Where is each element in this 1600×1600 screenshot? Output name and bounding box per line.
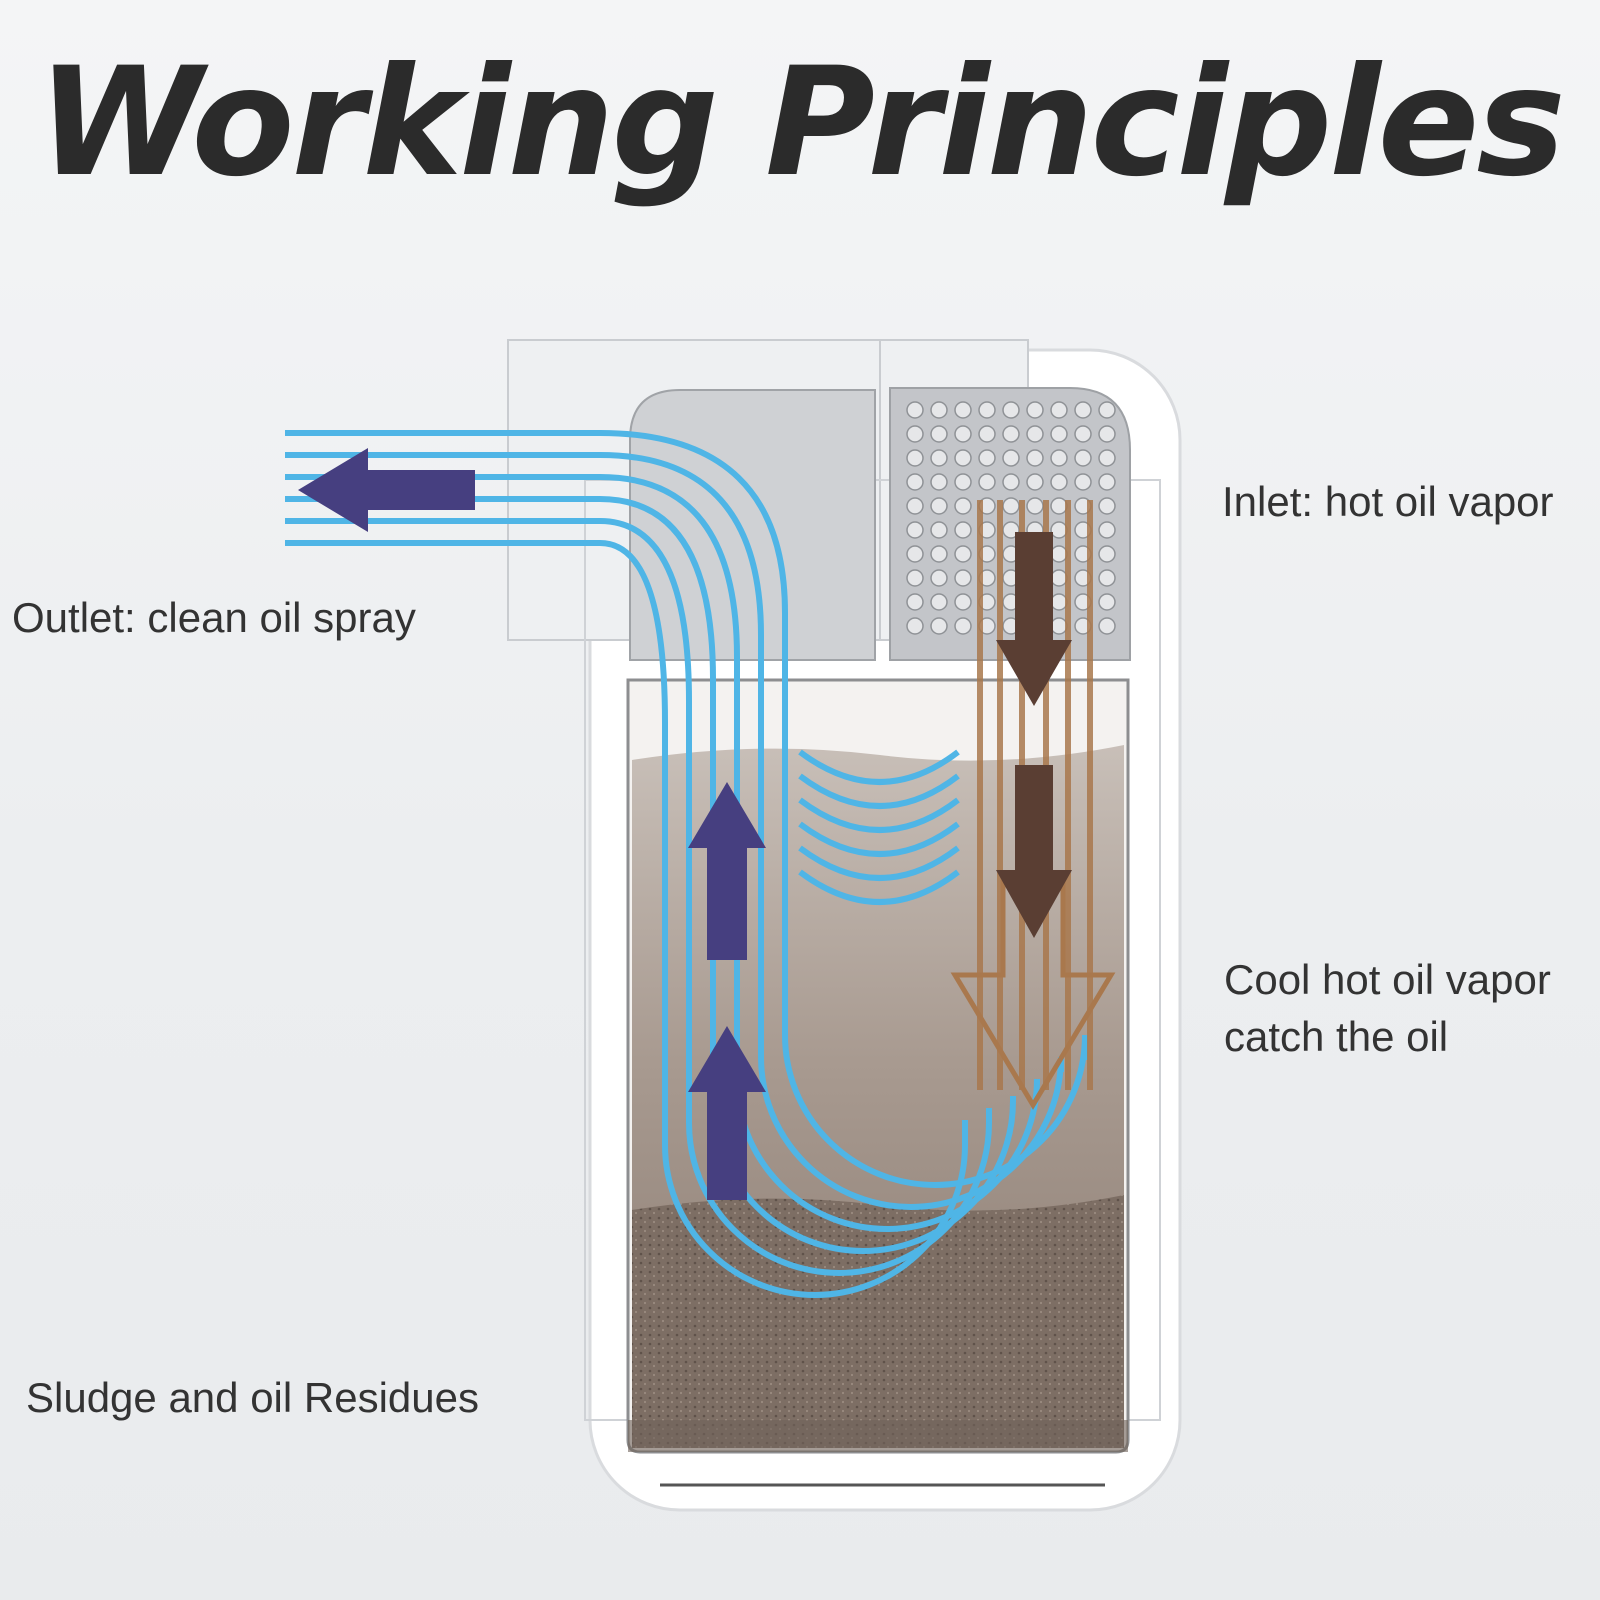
mesh-hole: [1050, 593, 1068, 611]
vapor-down-arrow-icon-2: [996, 765, 1072, 938]
mesh-hole: [1002, 473, 1020, 491]
mesh-hole: [930, 425, 948, 443]
mesh-hole: [1098, 593, 1116, 611]
mesh-hole: [1098, 521, 1116, 539]
clean-flow-line: [285, 474, 1040, 1232]
mesh-hole: [1050, 449, 1068, 467]
mesh-hole: [954, 593, 972, 611]
mesh-hole: [1050, 401, 1068, 419]
mesh-hole: [1050, 425, 1068, 443]
mesh-hole: [1050, 473, 1068, 491]
wave-flow-line: [798, 845, 960, 881]
clean-flow-line: [285, 540, 968, 1298]
mesh-hole: [1050, 497, 1068, 515]
up-arrow-icon-2: [688, 1026, 766, 1200]
mesh-hole: [978, 473, 996, 491]
clean-flow-line: [285, 452, 1064, 1210]
mesh-hole: [1002, 497, 1020, 515]
mesh-hole: [1026, 449, 1044, 467]
mesh-hole: [1002, 449, 1020, 467]
mesh-hole: [930, 497, 948, 515]
mesh-hole: [1098, 617, 1116, 635]
vapor-down-arrow-icon-1: [996, 532, 1072, 706]
mesh-hole: [1026, 497, 1044, 515]
mesh-hole: [906, 593, 924, 611]
mesh-hole: [954, 569, 972, 587]
mesh-hole: [978, 401, 996, 419]
mesh-hole: [1050, 569, 1068, 587]
cool-vapor-label-line1: Cool hot oil vapor: [1224, 956, 1551, 1003]
mesh-hole: [906, 545, 924, 563]
outlet-arrow-icon: [298, 448, 475, 532]
clean-flow-line: [285, 518, 992, 1276]
mesh-hole: [930, 593, 948, 611]
wave-flow-line: [798, 773, 960, 809]
mesh-hole: [1074, 425, 1092, 443]
mesh-hole: [1026, 473, 1044, 491]
mesh-hole: [1098, 449, 1116, 467]
up-arrow-icon-1: [688, 782, 766, 960]
clean-oil-flow-lines: [285, 430, 1088, 1298]
mesh-hole: [978, 425, 996, 443]
clean-flow-line: [285, 496, 1016, 1254]
wave-flow-line: [798, 869, 960, 905]
mesh-hole: [954, 545, 972, 563]
inlet-label: Inlet: hot oil vapor: [1222, 478, 1554, 525]
mesh-hole: [1026, 425, 1044, 443]
wave-flow-line: [798, 749, 960, 785]
mesh-hole: [930, 521, 948, 539]
mesh-hole: [930, 449, 948, 467]
mesh-holes: [906, 401, 1116, 635]
mesh-hole: [906, 401, 924, 419]
mesh-hole: [1098, 545, 1116, 563]
mesh-hole: [930, 473, 948, 491]
mesh-hole: [930, 401, 948, 419]
mesh-hole: [906, 449, 924, 467]
mesh-hole: [954, 521, 972, 539]
sludge-label: Sludge and oil Residues: [26, 1374, 479, 1421]
mesh-hole: [1050, 521, 1068, 539]
mesh-hole: [954, 401, 972, 419]
mesh-hole: [906, 617, 924, 635]
mesh-hole: [1026, 401, 1044, 419]
down-flow-outline-arrow: [950, 880, 1116, 1110]
mesh-hole: [906, 425, 924, 443]
mesh-hole: [954, 497, 972, 515]
mesh-hole: [1098, 425, 1116, 443]
wave-flow-line: [798, 821, 960, 857]
mesh-hole: [1074, 473, 1092, 491]
mesh-hole: [1074, 449, 1092, 467]
mesh-hole: [1098, 473, 1116, 491]
mesh-hole: [930, 569, 948, 587]
mesh-hole: [930, 617, 948, 635]
outlet-label: Outlet: clean oil spray: [12, 594, 416, 641]
mesh-hole: [906, 521, 924, 539]
clean-flow-line: [285, 430, 1088, 1188]
page-title: Working Principles: [37, 36, 1565, 210]
wave-flow-lines: [798, 749, 960, 905]
mesh-hole: [1002, 401, 1020, 419]
mesh-hole: [906, 473, 924, 491]
mesh-hole: [954, 617, 972, 635]
mesh-hole: [1050, 545, 1068, 563]
mesh-hole: [1098, 569, 1116, 587]
cartridge-left: [629, 389, 876, 661]
mesh-hole: [1002, 425, 1020, 443]
mesh-hole: [906, 497, 924, 515]
mesh-hole: [954, 425, 972, 443]
mesh-hole: [930, 545, 948, 563]
mesh-hole: [1098, 497, 1116, 515]
mesh-hole: [1074, 401, 1092, 419]
wave-flow-line: [798, 797, 960, 833]
mesh-hole: [954, 449, 972, 467]
mesh-hole: [906, 569, 924, 587]
mesh-hole: [954, 473, 972, 491]
sludge-layer: [632, 1195, 1124, 1448]
mesh-hole: [978, 449, 996, 467]
cool-vapor-label: Cool hot oil vapor catch the oil: [1224, 952, 1551, 1065]
mesh-hole: [1050, 617, 1068, 635]
cool-vapor-label-line2: catch the oil: [1224, 1012, 1449, 1060]
mesh-hole: [1098, 401, 1116, 419]
